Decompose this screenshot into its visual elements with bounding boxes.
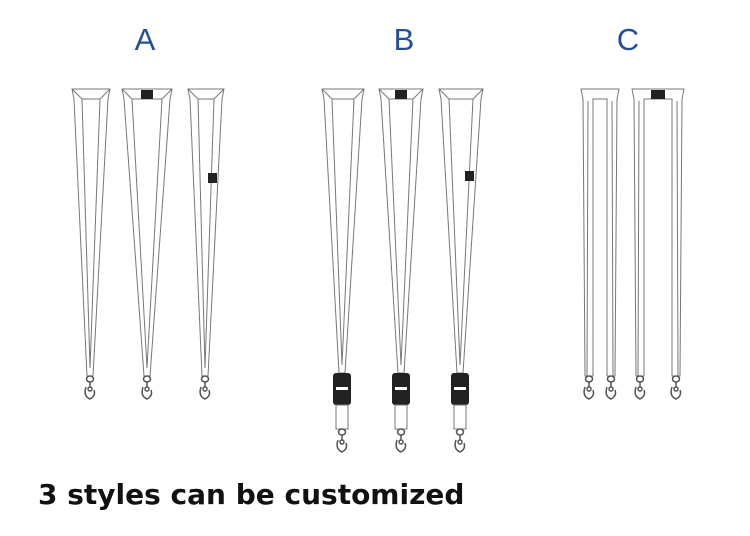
lanyard-b-plain: [321, 88, 365, 453]
group-label-c: C: [616, 22, 640, 57]
lanyard-b-top-clip: [378, 88, 424, 453]
lanyard-a-plain: [71, 88, 111, 400]
group-label-b: B: [393, 22, 415, 57]
group-label-a: A: [134, 22, 156, 57]
lanyard-b-side-clip: [438, 88, 484, 453]
caption: 3 styles can be customized: [38, 478, 465, 511]
safety-breakaway-clip: [465, 171, 474, 181]
lanyard-c-plain: [580, 88, 620, 400]
safety-breakaway-clip: [651, 90, 665, 99]
safety-breakaway-clip: [395, 90, 407, 99]
lanyard-a-top-clip: [121, 88, 173, 400]
lanyard-c-top-clip: [631, 88, 685, 400]
safety-breakaway-clip: [141, 90, 153, 99]
safety-breakaway-clip: [208, 173, 217, 183]
lanyard-a-side-clip: [187, 88, 225, 400]
